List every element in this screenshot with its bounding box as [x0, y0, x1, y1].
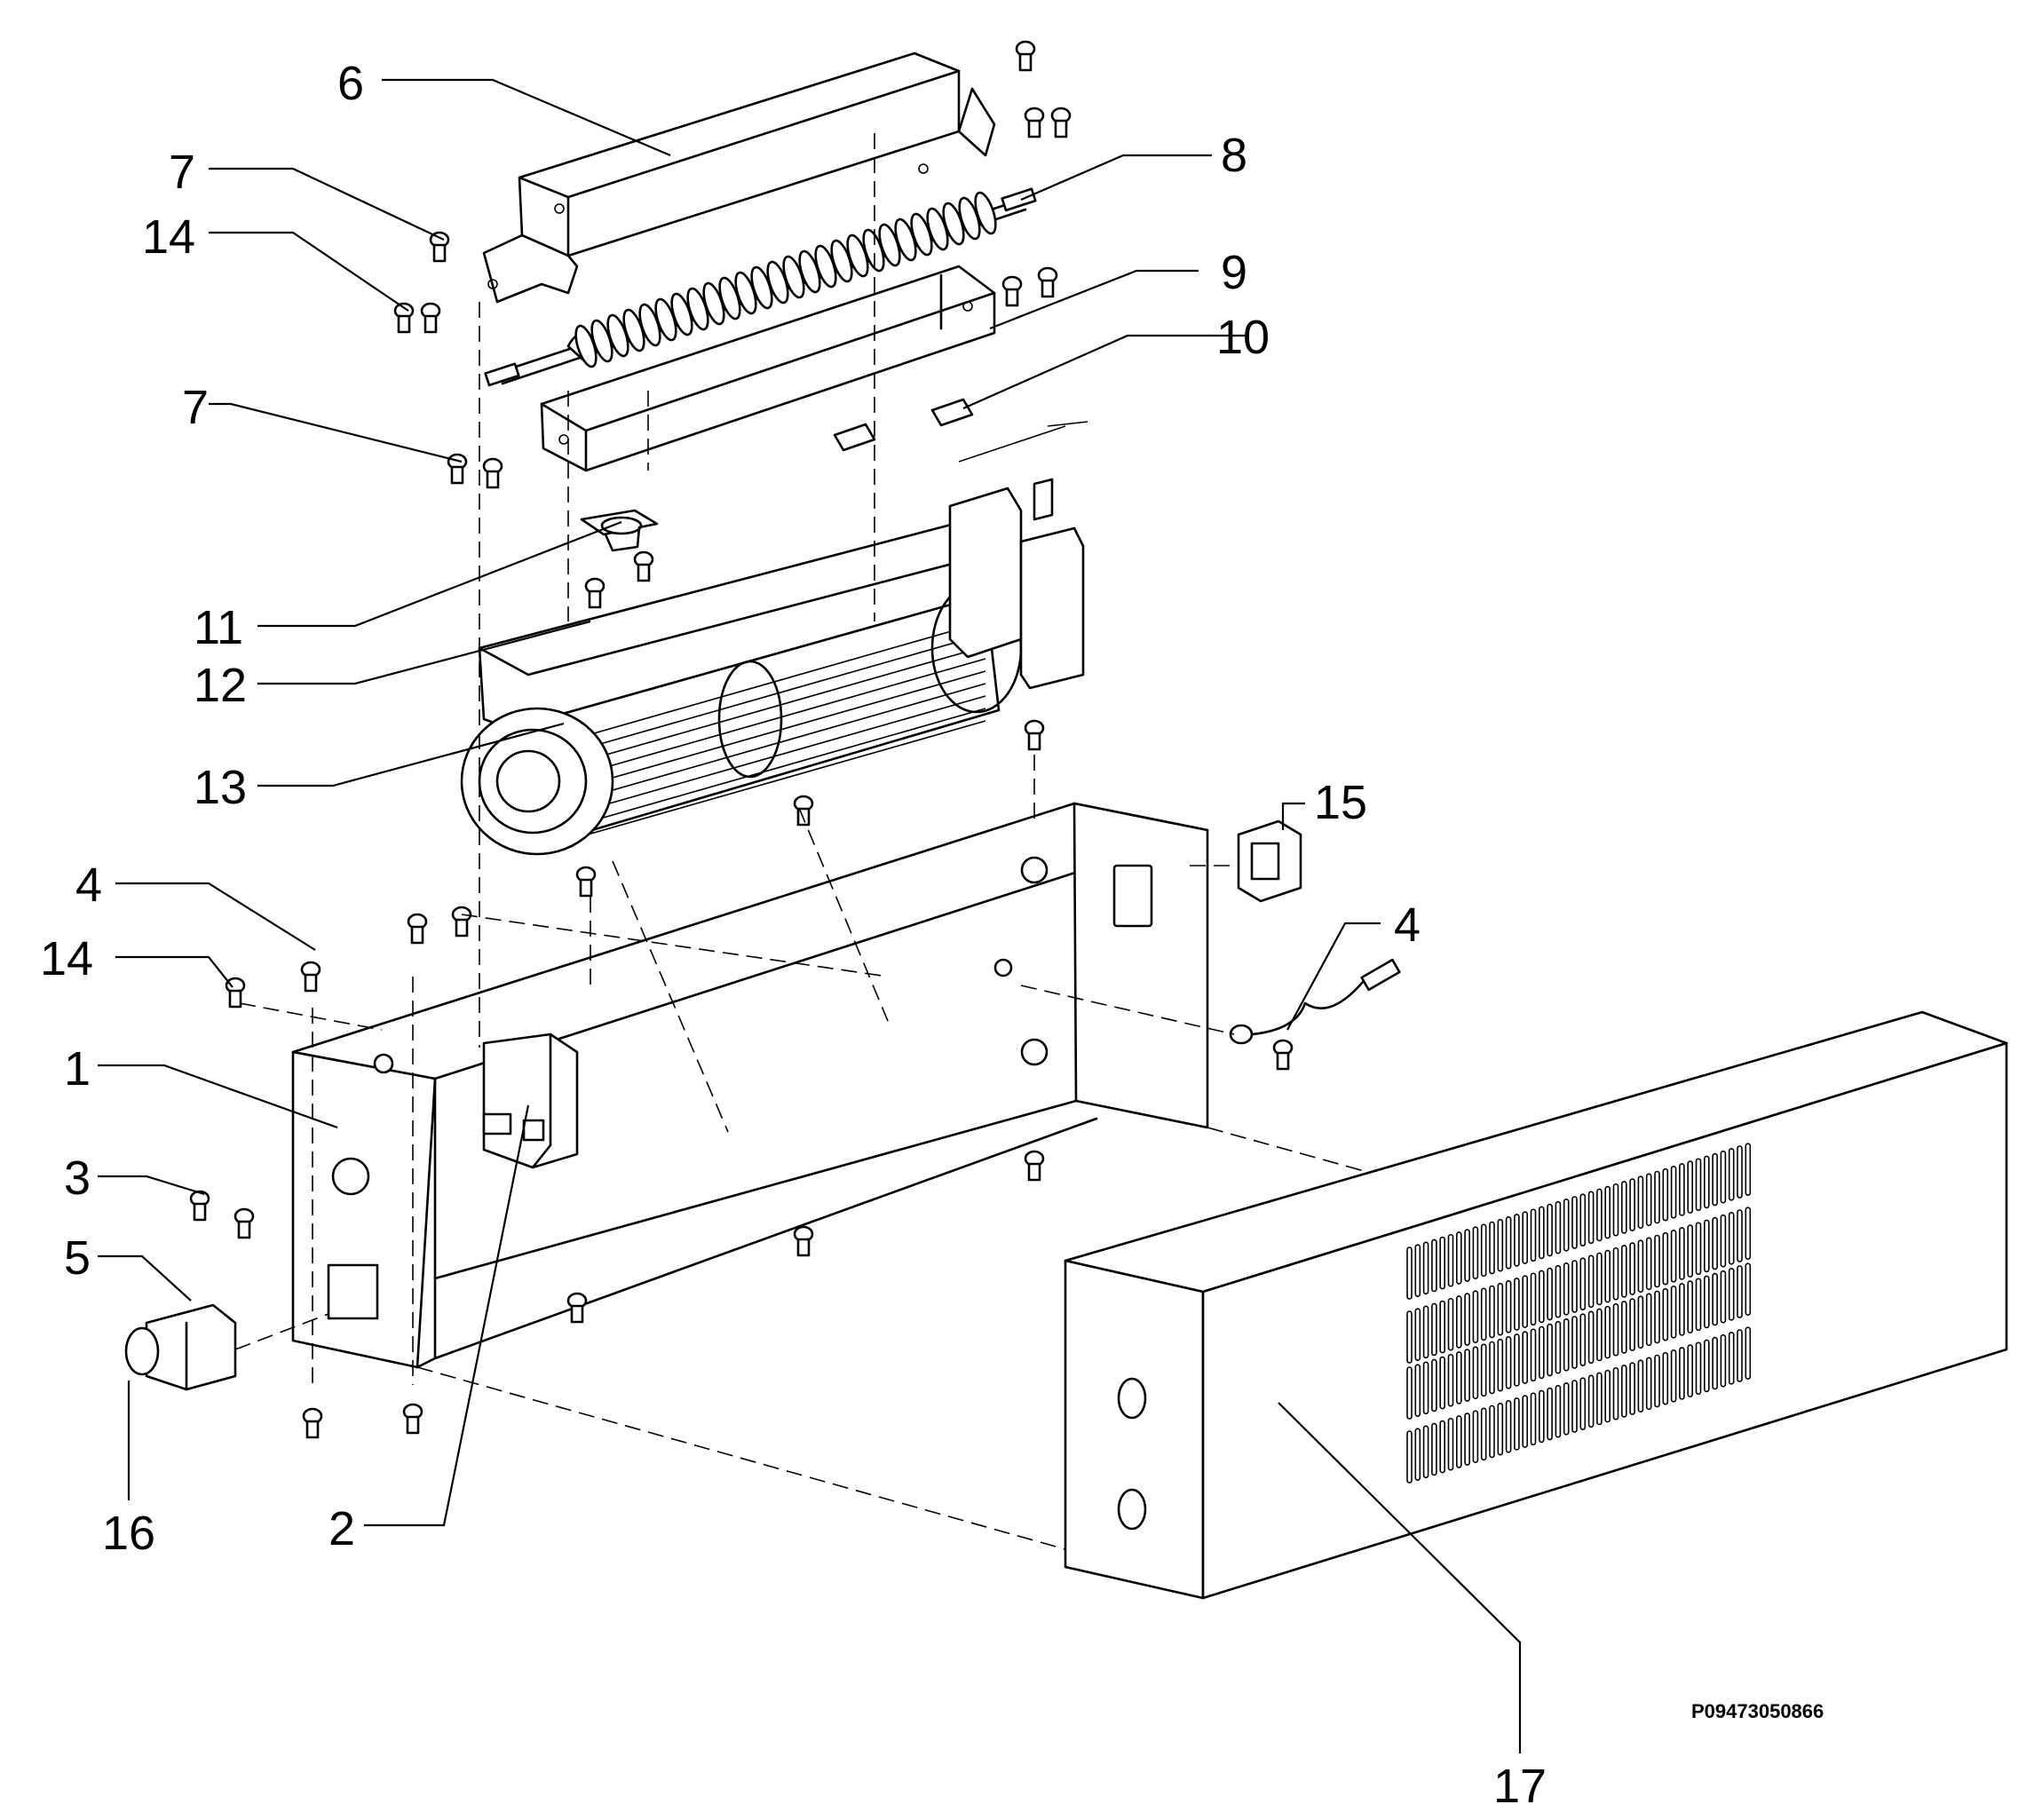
callout-14b: 14: [40, 932, 93, 985]
part-6-top-bracket: [482, 51, 996, 304]
part-11-thermal-cutout: [580, 509, 659, 552]
drawing-reference: P09473050866: [1691, 1700, 1824, 1722]
callout-9: 9: [1221, 246, 1247, 299]
part-15-socket: [1237, 819, 1302, 903]
part-10-clips: [833, 398, 1088, 463]
part-8-heating-element: [484, 187, 1037, 387]
leader-lines: [98, 78, 1522, 1753]
callout-4b: 4: [1394, 898, 1421, 952]
callout-labels: 6 7 14 7 8 9 10 11 12 13 15 4 4 14 1 3 5…: [40, 57, 1547, 1813]
callout-3: 3: [64, 1151, 91, 1205]
callout-10: 10: [1216, 311, 1270, 364]
part-17-front-cover: [1064, 1010, 2008, 1600]
callout-17: 17: [1493, 1760, 1547, 1813]
callout-2: 2: [328, 1502, 355, 1555]
callout-13: 13: [194, 761, 247, 814]
callout-11: 11: [194, 601, 243, 654]
callout-15: 15: [1314, 776, 1367, 829]
callout-5: 5: [64, 1231, 91, 1285]
callout-16: 16: [102, 1507, 155, 1560]
part-13-tangential-fan: [460, 478, 1085, 856]
callout-8: 8: [1221, 129, 1247, 182]
callout-7b: 7: [182, 381, 209, 434]
assembly-lines: [234, 133, 1368, 1550]
part-9-lower-bracket: [540, 265, 996, 472]
callout-1: 1: [64, 1042, 91, 1096]
callout-12: 12: [194, 659, 247, 712]
part-2-thermostat: [482, 1033, 579, 1169]
callout-4a: 4: [75, 859, 102, 912]
part-4-earth-wire: [1229, 958, 1401, 1045]
callout-7a: 7: [169, 146, 195, 199]
part-5-switch: [124, 1303, 237, 1391]
fasteners: [189, 40, 1294, 1439]
callout-14a: 14: [142, 210, 195, 264]
callout-6: 6: [337, 57, 364, 110]
